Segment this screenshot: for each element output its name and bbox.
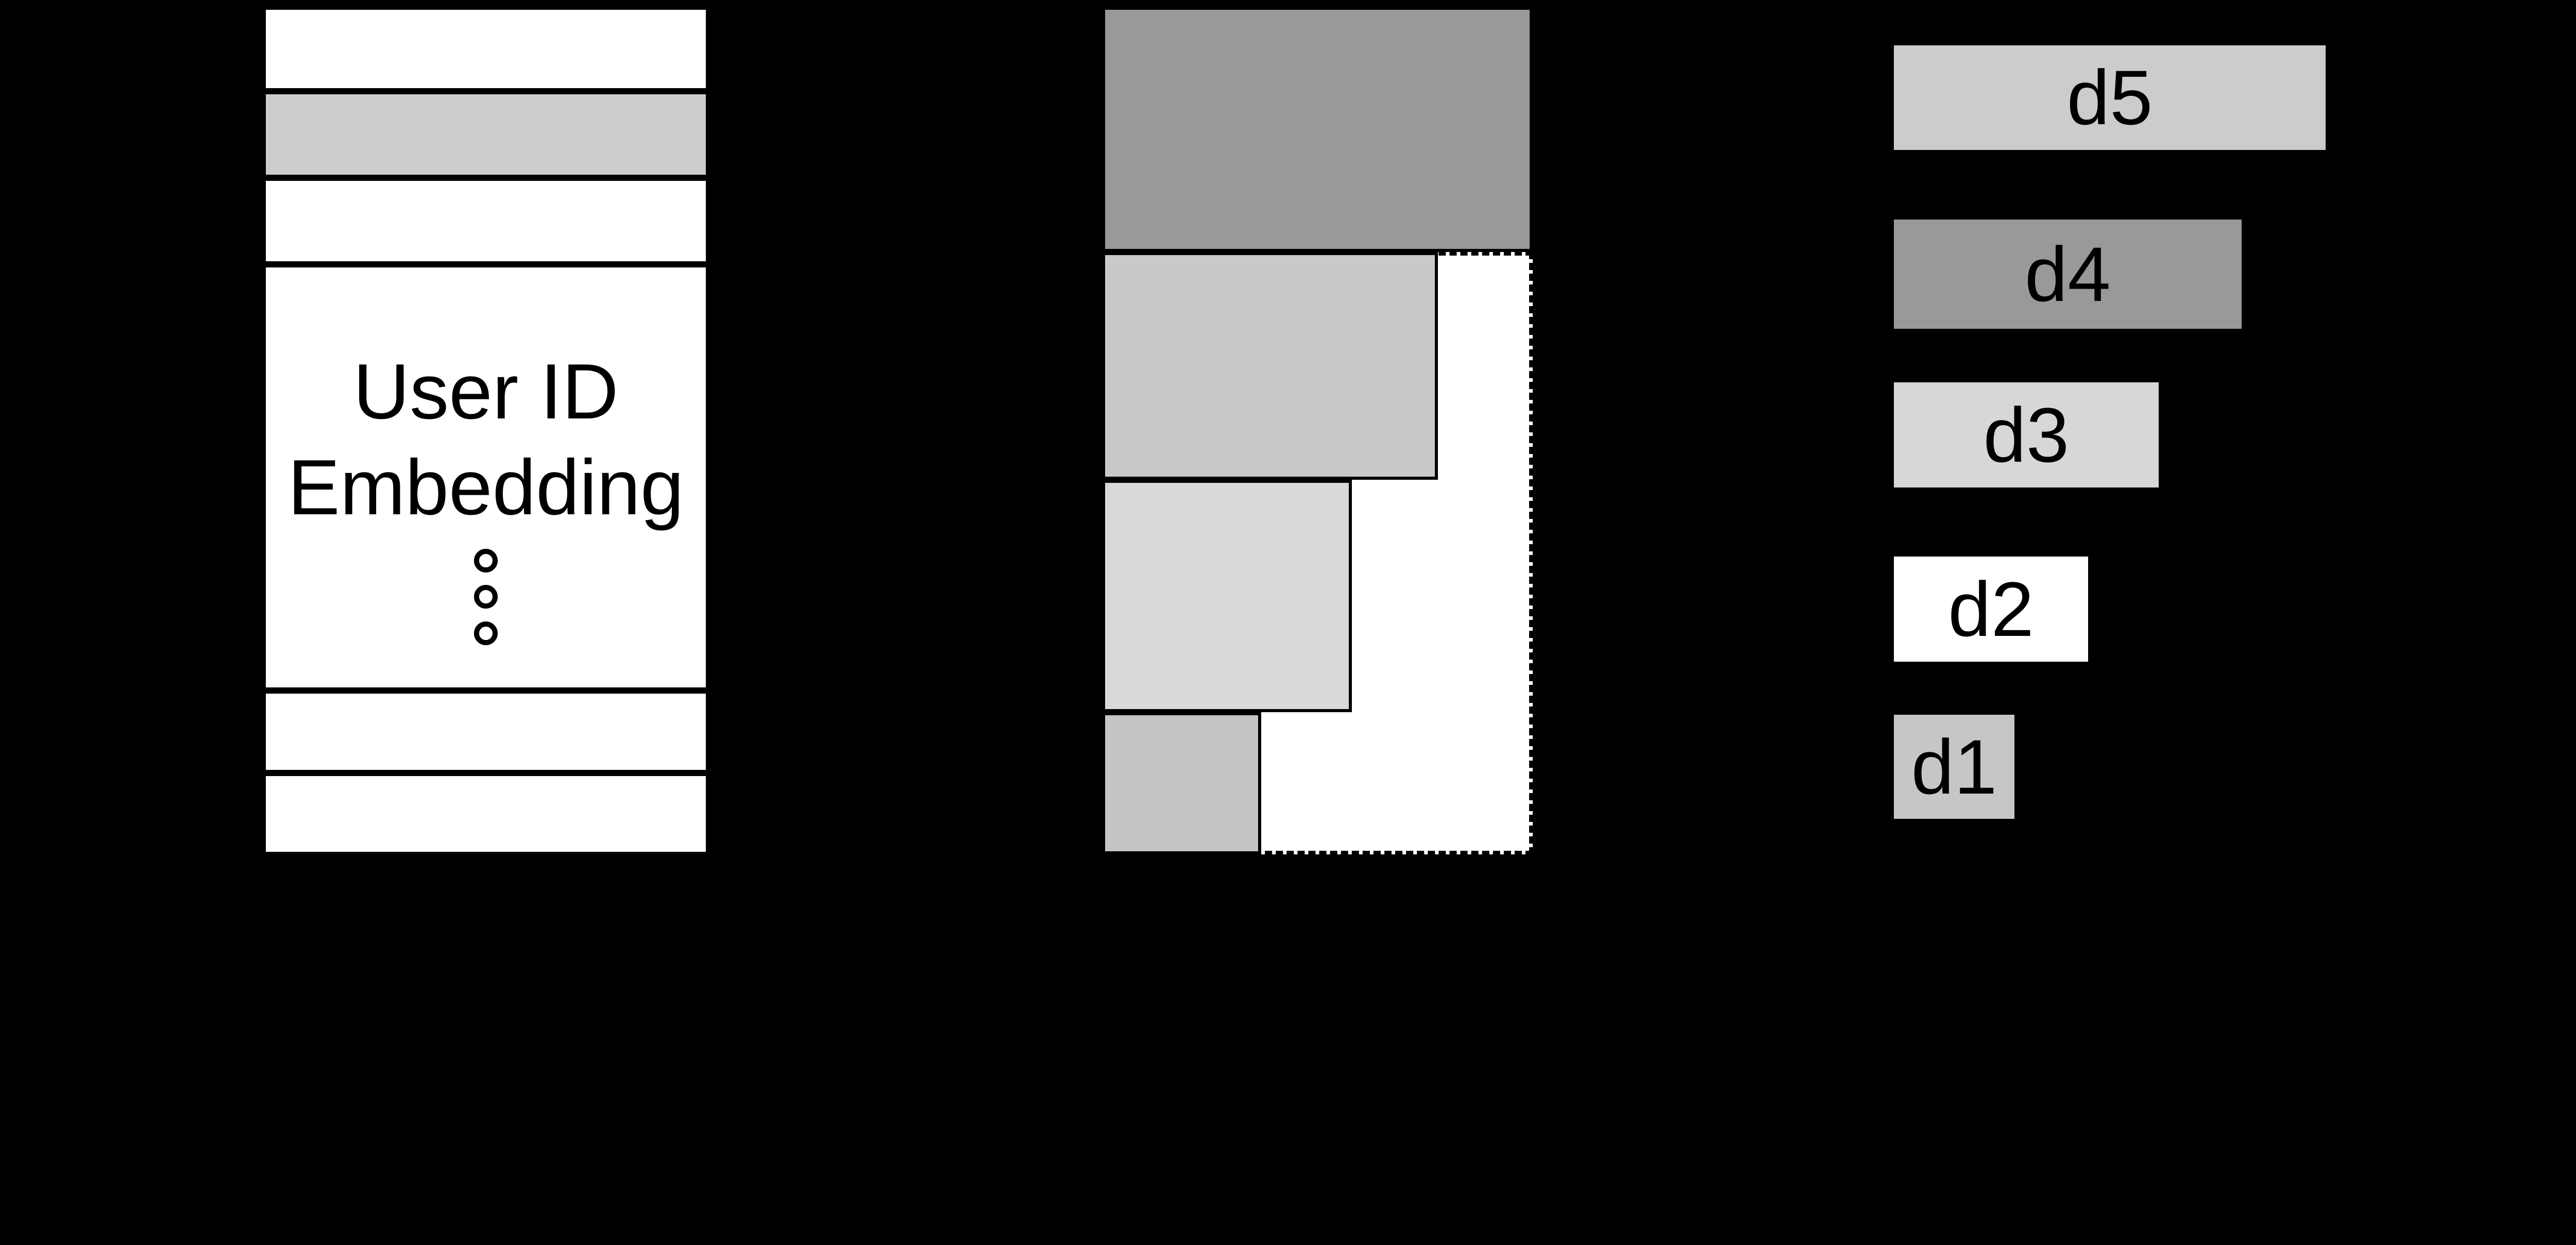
doc-bar-d3: d3 [1894, 382, 2159, 487]
doc-bar-d5: d5 [1894, 45, 2326, 150]
doc-bar-label: d1 [1911, 724, 1997, 810]
used-capacity-block [1102, 252, 1438, 480]
embedding-row [263, 691, 709, 773]
doc-bar-label: d3 [1983, 392, 2070, 478]
ellipsis-dot-icon [474, 621, 498, 645]
embedding-row [263, 773, 709, 855]
user-id-embedding-label: User ID Embedding [266, 344, 706, 535]
ellipsis-dot-icon [474, 585, 498, 609]
doc-bar-label: d4 [2024, 231, 2111, 317]
embedding-row [263, 178, 709, 264]
user-id-embedding-label-line1: User ID [353, 348, 619, 435]
used-capacity-block [1102, 7, 1533, 252]
user-id-embedding-label-line2: Embedding [287, 444, 684, 531]
embedding-row [263, 7, 709, 91]
used-capacity-block [1102, 712, 1262, 854]
document-length-bars: d5 d4 d3 d2 d1 [1894, 0, 2326, 866]
doc-bar-d1: d1 [1894, 715, 2014, 819]
doc-bar-label: d2 [1948, 566, 2034, 652]
doc-bar-d4: d4 [1894, 220, 2242, 329]
embedding-row-highlighted [263, 91, 709, 178]
ellipsis-dot-icon [474, 549, 498, 573]
user-id-embedding-table: User ID Embedding [263, 0, 709, 866]
doc-bar-label: d5 [2066, 54, 2153, 141]
user-id-embedding-block: User ID Embedding [263, 264, 709, 691]
used-capacity-block [1102, 480, 1352, 712]
capacity-staircase-panel [1102, 0, 1533, 866]
doc-bar-d2: d2 [1894, 557, 2089, 662]
